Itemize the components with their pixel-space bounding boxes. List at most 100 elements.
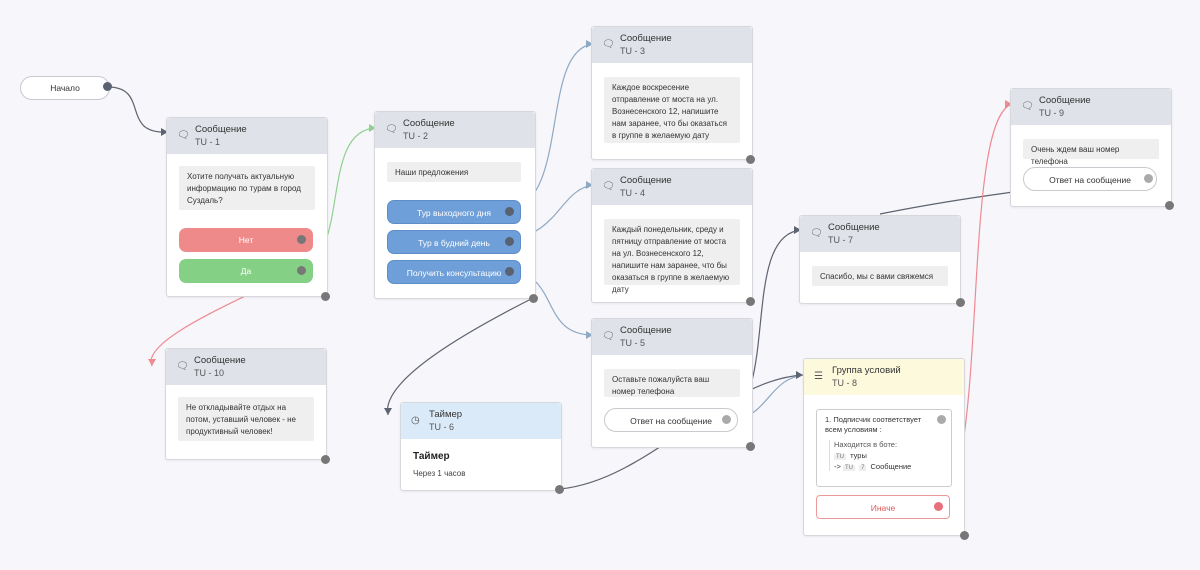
message-text: Хотите получать актуальную информацию по… [179, 166, 315, 210]
arrow-label: -> [834, 462, 841, 471]
reply-port[interactable] [1144, 174, 1153, 183]
button-weekday-port[interactable] [505, 237, 514, 246]
speech-bubble-icon: 🗨 [1021, 101, 1034, 112]
else-port[interactable] [934, 502, 943, 511]
node-output-port[interactable] [746, 155, 755, 164]
button-no-port[interactable] [297, 235, 306, 244]
node-id: TU - 3 [620, 46, 646, 56]
node-title: Сообщение [620, 175, 672, 186]
node-title: Сообщение [620, 33, 672, 44]
start-output-port[interactable] [103, 82, 112, 91]
message-text: Каждое воскресение отправление от моста … [604, 77, 740, 143]
speech-bubble-icon: 🗨 [602, 181, 615, 192]
node-title: Таймер [429, 409, 463, 420]
node-id: TU - 7 [828, 235, 854, 245]
node-id: TU - 6 [429, 422, 455, 432]
node-output-port[interactable] [321, 455, 330, 464]
bot-row: TU туры [834, 451, 952, 460]
bot-name: туры [850, 451, 867, 460]
button-yes[interactable]: Да [179, 259, 313, 283]
button-consultation[interactable]: Получить консультацию [387, 260, 521, 284]
node-output-port[interactable] [555, 485, 564, 494]
node-header: 🗨 Сообщение TU - 9 [1011, 89, 1171, 125]
node-title: Сообщение [194, 355, 246, 366]
node-output-port[interactable] [746, 442, 755, 451]
button-label: Да [240, 266, 252, 276]
wire-start-to-tu1 [107, 86, 169, 133]
start-label: Начало [50, 83, 80, 93]
speech-bubble-icon: 🗨 [602, 39, 615, 50]
node-output-port[interactable] [321, 292, 330, 301]
node-title: Сообщение [828, 222, 880, 233]
button-weekend-tour[interactable]: Тур выходного дня [387, 200, 521, 224]
else-button[interactable]: Иначе [816, 495, 950, 519]
speech-bubble-icon: 🗨 [177, 130, 190, 141]
node-output-port[interactable] [746, 297, 755, 306]
node-header: 🗨 Сообщение TU - 1 [167, 118, 327, 154]
node-tu-7[interactable]: 🗨 Сообщение TU - 7 Спасибо, мы с вами св… [799, 215, 965, 307]
node-title: Сообщение [195, 124, 247, 135]
speech-bubble-icon: 🗨 [385, 124, 398, 135]
button-yes-port[interactable] [297, 266, 306, 275]
reply-port[interactable] [722, 415, 731, 424]
node-header: 🗨 Сообщение TU - 5 [592, 319, 752, 355]
message-text: Не откладывайте отдых на потом, уставший… [178, 397, 314, 441]
step-tag: TU [842, 465, 855, 471]
button-label: Тур в будний день [418, 238, 490, 248]
button-weekday-tour[interactable]: Тур в будний день [387, 230, 521, 254]
condition-box[interactable]: 1. Подписчик соответствует всем условиям… [816, 409, 952, 487]
node-tu-6[interactable]: ◷ Таймер TU - 6 Таймер Через 1 часов [400, 402, 564, 494]
timer-delay: Через 1 часов [413, 469, 466, 478]
node-output-port[interactable] [1165, 201, 1174, 210]
node-header: ◷ Таймер TU - 6 [401, 403, 561, 439]
node-output-port[interactable] [956, 298, 965, 307]
node-header: 🗨 Сообщение TU - 10 [166, 349, 326, 385]
message-text: Оставьте пожалуйста ваш номер телефона [604, 369, 740, 397]
layers-icon: ☰ [814, 371, 823, 382]
node-header: ☰ Группа условий TU - 8 [804, 359, 964, 395]
reply-button[interactable]: Ответ на сообщение [604, 408, 738, 432]
node-tu-8[interactable]: ☰ Группа условий TU - 8 1. Подписчик соо… [803, 358, 969, 540]
message-text: Каждый понедельник, среду и пятницу отпр… [604, 219, 740, 294]
message-text: Наши предложения [387, 162, 521, 182]
start-node[interactable]: Начало [20, 76, 110, 100]
condition-details: Находится в боте: TU туры -> TU 7 Сообще… [829, 440, 952, 471]
button-weekend-port[interactable] [505, 207, 514, 216]
node-id: TU - 2 [403, 131, 429, 141]
wire-tu2-to-tu6 [387, 297, 534, 416]
bot-tag: TU [834, 454, 846, 460]
node-id: TU - 8 [832, 378, 858, 388]
speech-bubble-icon: 🗨 [602, 331, 615, 342]
node-header: 🗨 Сообщение TU - 4 [592, 169, 752, 205]
node-tu-1[interactable]: 🗨 Сообщение TU - 1 Хотите получать актуа… [166, 117, 330, 301]
condition-line-2: всем условиям : [825, 425, 882, 434]
node-title: Сообщение [620, 325, 672, 336]
button-label: Иначе [870, 503, 896, 513]
reply-button[interactable]: Ответ на сообщение [1023, 167, 1157, 191]
node-header: 🗨 Сообщение TU - 7 [800, 216, 960, 252]
node-title: Сообщение [1039, 95, 1091, 106]
node-id: TU - 5 [620, 338, 646, 348]
button-label: Ответ на сообщение [1049, 175, 1131, 185]
node-title: Сообщение [403, 118, 455, 129]
button-no[interactable]: Нет [179, 228, 313, 252]
node-tu-4[interactable]: 🗨 Сообщение TU - 4 Каждый понедельник, с… [591, 168, 755, 306]
node-tu-3[interactable]: 🗨 Сообщение TU - 3 Каждое воскресение от… [591, 26, 755, 164]
timer-title: Таймер [413, 451, 450, 462]
node-tu-9[interactable]: 🗨 Сообщение TU - 9 Очень ждем ваш номер … [1010, 88, 1174, 210]
node-tu-5[interactable]: 🗨 Сообщение TU - 5 Оставьте пожалуйста в… [591, 318, 755, 451]
button-label: Ответ на сообщение [630, 416, 712, 426]
node-header: 🗨 Сообщение TU - 2 [375, 112, 535, 148]
button-label: Получить консультацию [406, 268, 502, 278]
node-output-port[interactable] [960, 531, 969, 540]
message-text: Очень ждем ваш номер телефона [1023, 139, 1159, 166]
node-id: TU - 1 [195, 137, 221, 147]
node-output-port[interactable] [529, 294, 538, 303]
node-id: TU - 10 [194, 368, 225, 378]
button-label: Нет [238, 235, 254, 245]
condition-port[interactable] [937, 415, 946, 424]
clock-icon: ◷ [411, 415, 420, 426]
node-tu-2[interactable]: 🗨 Сообщение TU - 2 Наши предложения Тур … [374, 111, 538, 303]
button-consultation-port[interactable] [505, 267, 514, 276]
node-tu-10[interactable]: 🗨 Сообщение TU - 10 Не откладывайте отды… [165, 348, 330, 464]
